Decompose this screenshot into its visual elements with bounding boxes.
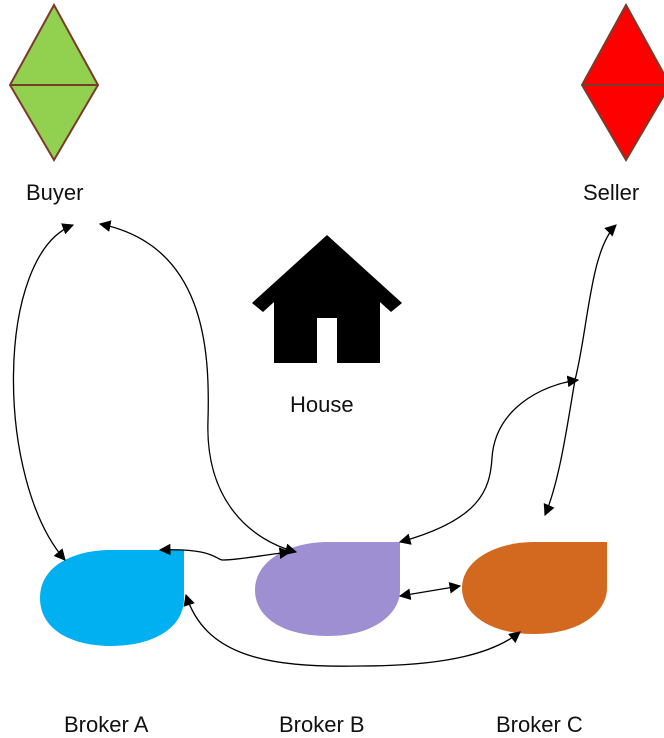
- connector-broker-b-seller: [398, 375, 580, 545]
- connector-broker-b-broker-c: [398, 581, 462, 601]
- buyer-diamond-icon[interactable]: [8, 2, 100, 162]
- broker-a-label: Broker A: [64, 712, 149, 737]
- broker-a-node[interactable]: [40, 550, 184, 646]
- broker-c-node[interactable]: [462, 542, 607, 634]
- connector-buyer-broker-a: [12, 223, 75, 561]
- broker-c-label: Broker C: [496, 712, 583, 737]
- seller-label: Seller: [583, 180, 640, 205]
- connector-broker-a-broker-b: [158, 543, 292, 561]
- house-icon: [252, 235, 402, 363]
- broker-b-node[interactable]: [255, 542, 400, 636]
- buyer-label: Buyer: [26, 180, 84, 205]
- house-label: House: [290, 392, 354, 417]
- connector-broker-a-broker-c: [183, 593, 521, 667]
- seller-diamond-icon[interactable]: [580, 2, 664, 162]
- broker-b-label: Broker B: [279, 712, 365, 737]
- connector-seller-broker-c: [543, 224, 617, 517]
- connector-buyer-broker-b: [98, 220, 298, 555]
